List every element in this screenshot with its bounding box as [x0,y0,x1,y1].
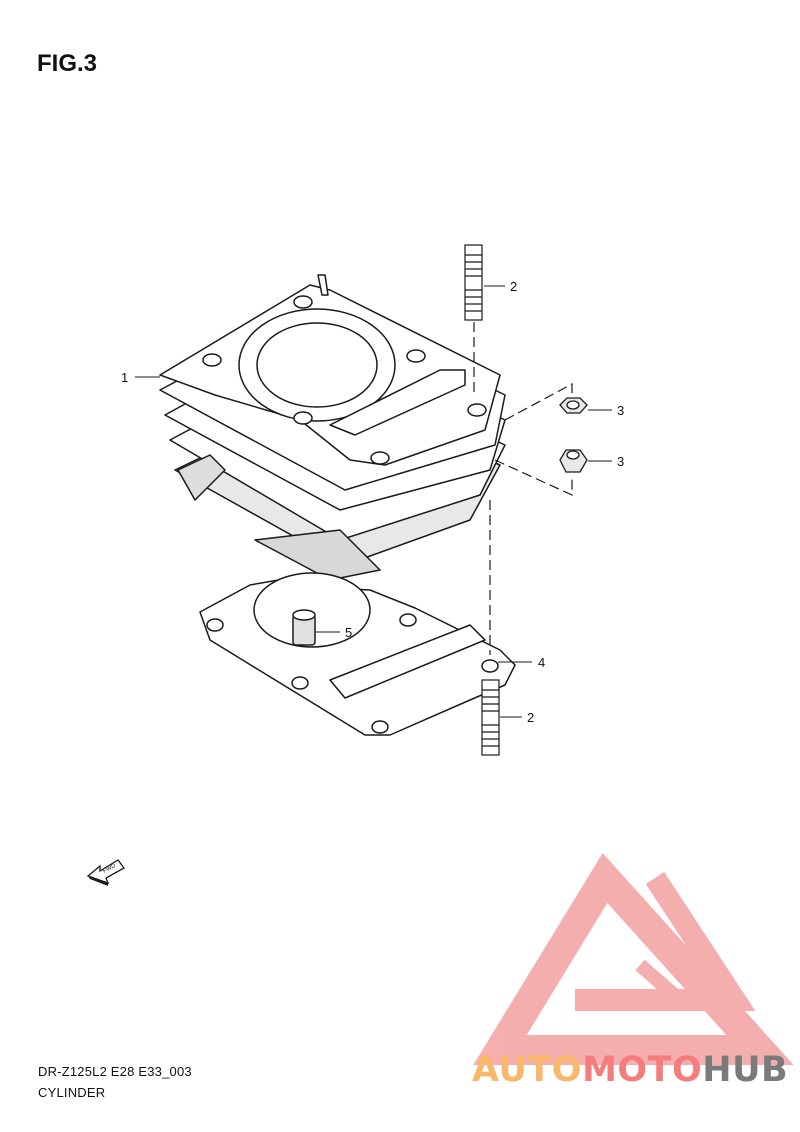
nut-lower-part [559,449,588,473]
watermark-text: AUTOMOTOHUB [472,1050,788,1090]
figure-title: FIG.3 [37,50,98,77]
diagram-code: DR-Z125L2 E28 E33_003 [38,1064,192,1079]
callout-5: 5 [345,625,352,640]
nut-upper-part [559,397,588,414]
diagram-name: CYLINDER [38,1085,106,1100]
watermark-hub: HUB [702,1050,788,1090]
stud-bolt-bottom-part [481,679,500,756]
callout-2-top: 2 [510,279,517,294]
automotohub-logo-icon [473,853,794,1065]
fwd-arrow-icon: FWD [86,859,125,886]
watermark-auto: AUTO [472,1050,582,1090]
watermark-moto: MOTO [582,1050,702,1090]
callout-3-upper: 3 [617,403,624,418]
dowel-pin-part [292,609,316,646]
callout-3-lower: 3 [617,454,624,469]
cylinder-part [159,274,506,581]
leader-lines [135,285,612,718]
callout-1: 1 [121,370,128,385]
stud-bolt-top-part [464,244,483,321]
callout-2-bottom: 2 [527,710,534,725]
gasket-part [199,572,516,736]
callout-4: 4 [538,655,545,670]
assembly-lines [473,322,573,655]
